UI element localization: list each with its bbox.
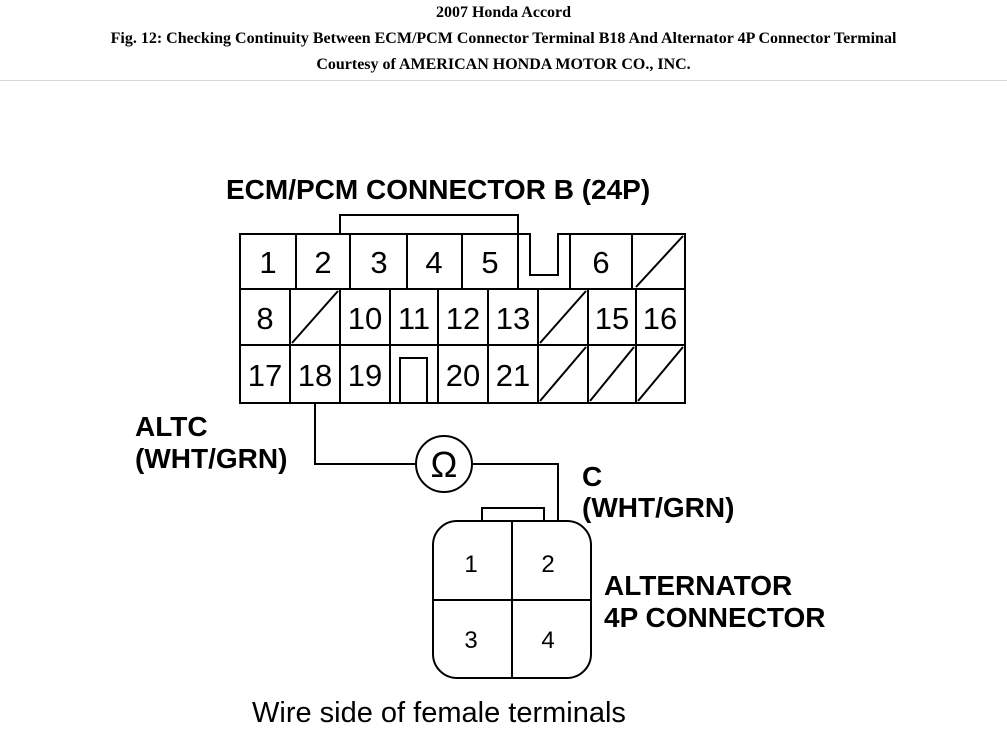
blank-cell-7 [635, 235, 684, 288]
blank-cell-22 [539, 346, 587, 402]
ecm-pin-label: 3 [370, 245, 387, 280]
header-divider [0, 80, 1007, 81]
ecm-pin-label: 12 [446, 301, 480, 336]
ecm-pin-label: 15 [595, 301, 629, 336]
ecm-connector-key-tab [339, 214, 519, 234]
ecm-pin-row-2: 8 10 11 12 13 15 16 [256, 301, 677, 336]
blank-cell-14 [539, 290, 587, 344]
alternator-pin-label: 2 [541, 551, 554, 578]
ecm-connector-outline [239, 233, 686, 404]
ecm-pin-label: 20 [446, 358, 480, 393]
ecm-connector-notch [399, 357, 428, 403]
ohmmeter: Ω [415, 435, 473, 493]
ecm-pin-label: 11 [398, 301, 430, 336]
alternator-pin-label: 3 [464, 627, 477, 654]
ecm-pin-label: 4 [425, 245, 442, 280]
ecm-pin-label: 6 [592, 245, 609, 280]
courtesy-line: Courtesy of AMERICAN HONDA MOTOR CO., IN… [316, 56, 691, 73]
diagram-caption: Wire side of female terminals [252, 697, 626, 729]
ecm-connector [239, 214, 686, 404]
wire-altc [314, 403, 416, 465]
altc-wire-color: (WHT/GRN) [135, 443, 287, 474]
blank-cell-24 [637, 346, 684, 402]
alternator-pin-label: 1 [464, 551, 477, 578]
ecm-pin-label: 19 [348, 358, 382, 393]
alternator-connector [432, 507, 592, 679]
ecm-pin-label: 1 [259, 245, 276, 280]
ecm-pin-label: 13 [496, 301, 530, 336]
wire-c [472, 463, 559, 520]
ecm-pin-label: 16 [643, 301, 677, 336]
ecm-pin-row-1: 1 2 3 4 5 6 [259, 245, 609, 280]
alternator-pins: 1 2 3 4 [464, 551, 554, 654]
ohm-icon: Ω [431, 444, 458, 485]
ecm-pin-label: 10 [348, 301, 382, 336]
document-title: 2007 Honda Accord [435, 4, 572, 21]
figure-caption: Fig. 12: Checking Continuity Between ECM… [110, 30, 897, 47]
alternator-connector-key-tab [481, 507, 545, 522]
ecm-pin-label: 5 [481, 245, 498, 280]
ecm-connector-label: ECM/PCM CONNECTOR B (24P) [226, 174, 650, 205]
blank-cell-23 [589, 346, 635, 402]
figure-header: 2007 Honda Accord Fig. 12: Checking Cont… [0, 0, 1007, 78]
ohmmeter-circle [415, 435, 473, 493]
ecm-pin-label: 21 [496, 358, 530, 393]
test-wire [314, 403, 559, 520]
c-wire-color: (WHT/GRN) [582, 492, 734, 523]
ecm-pin-label: 17 [248, 358, 282, 393]
blank-cell-9 [291, 290, 339, 344]
ecm-pin-label: 8 [256, 301, 273, 336]
alternator-connector-label: 4P CONNECTOR [604, 602, 825, 633]
ecm-pin-label: 18 [298, 358, 332, 393]
alternator-pin-label: 4 [541, 627, 554, 654]
altc-label: ALTC [135, 411, 208, 442]
ecm-pin-row-3: 17 18 19 20 21 [248, 358, 530, 393]
alternator-label: ALTERNATOR [604, 570, 792, 601]
ecm-pin-label: 2 [314, 245, 331, 280]
c-label: C [582, 461, 602, 492]
